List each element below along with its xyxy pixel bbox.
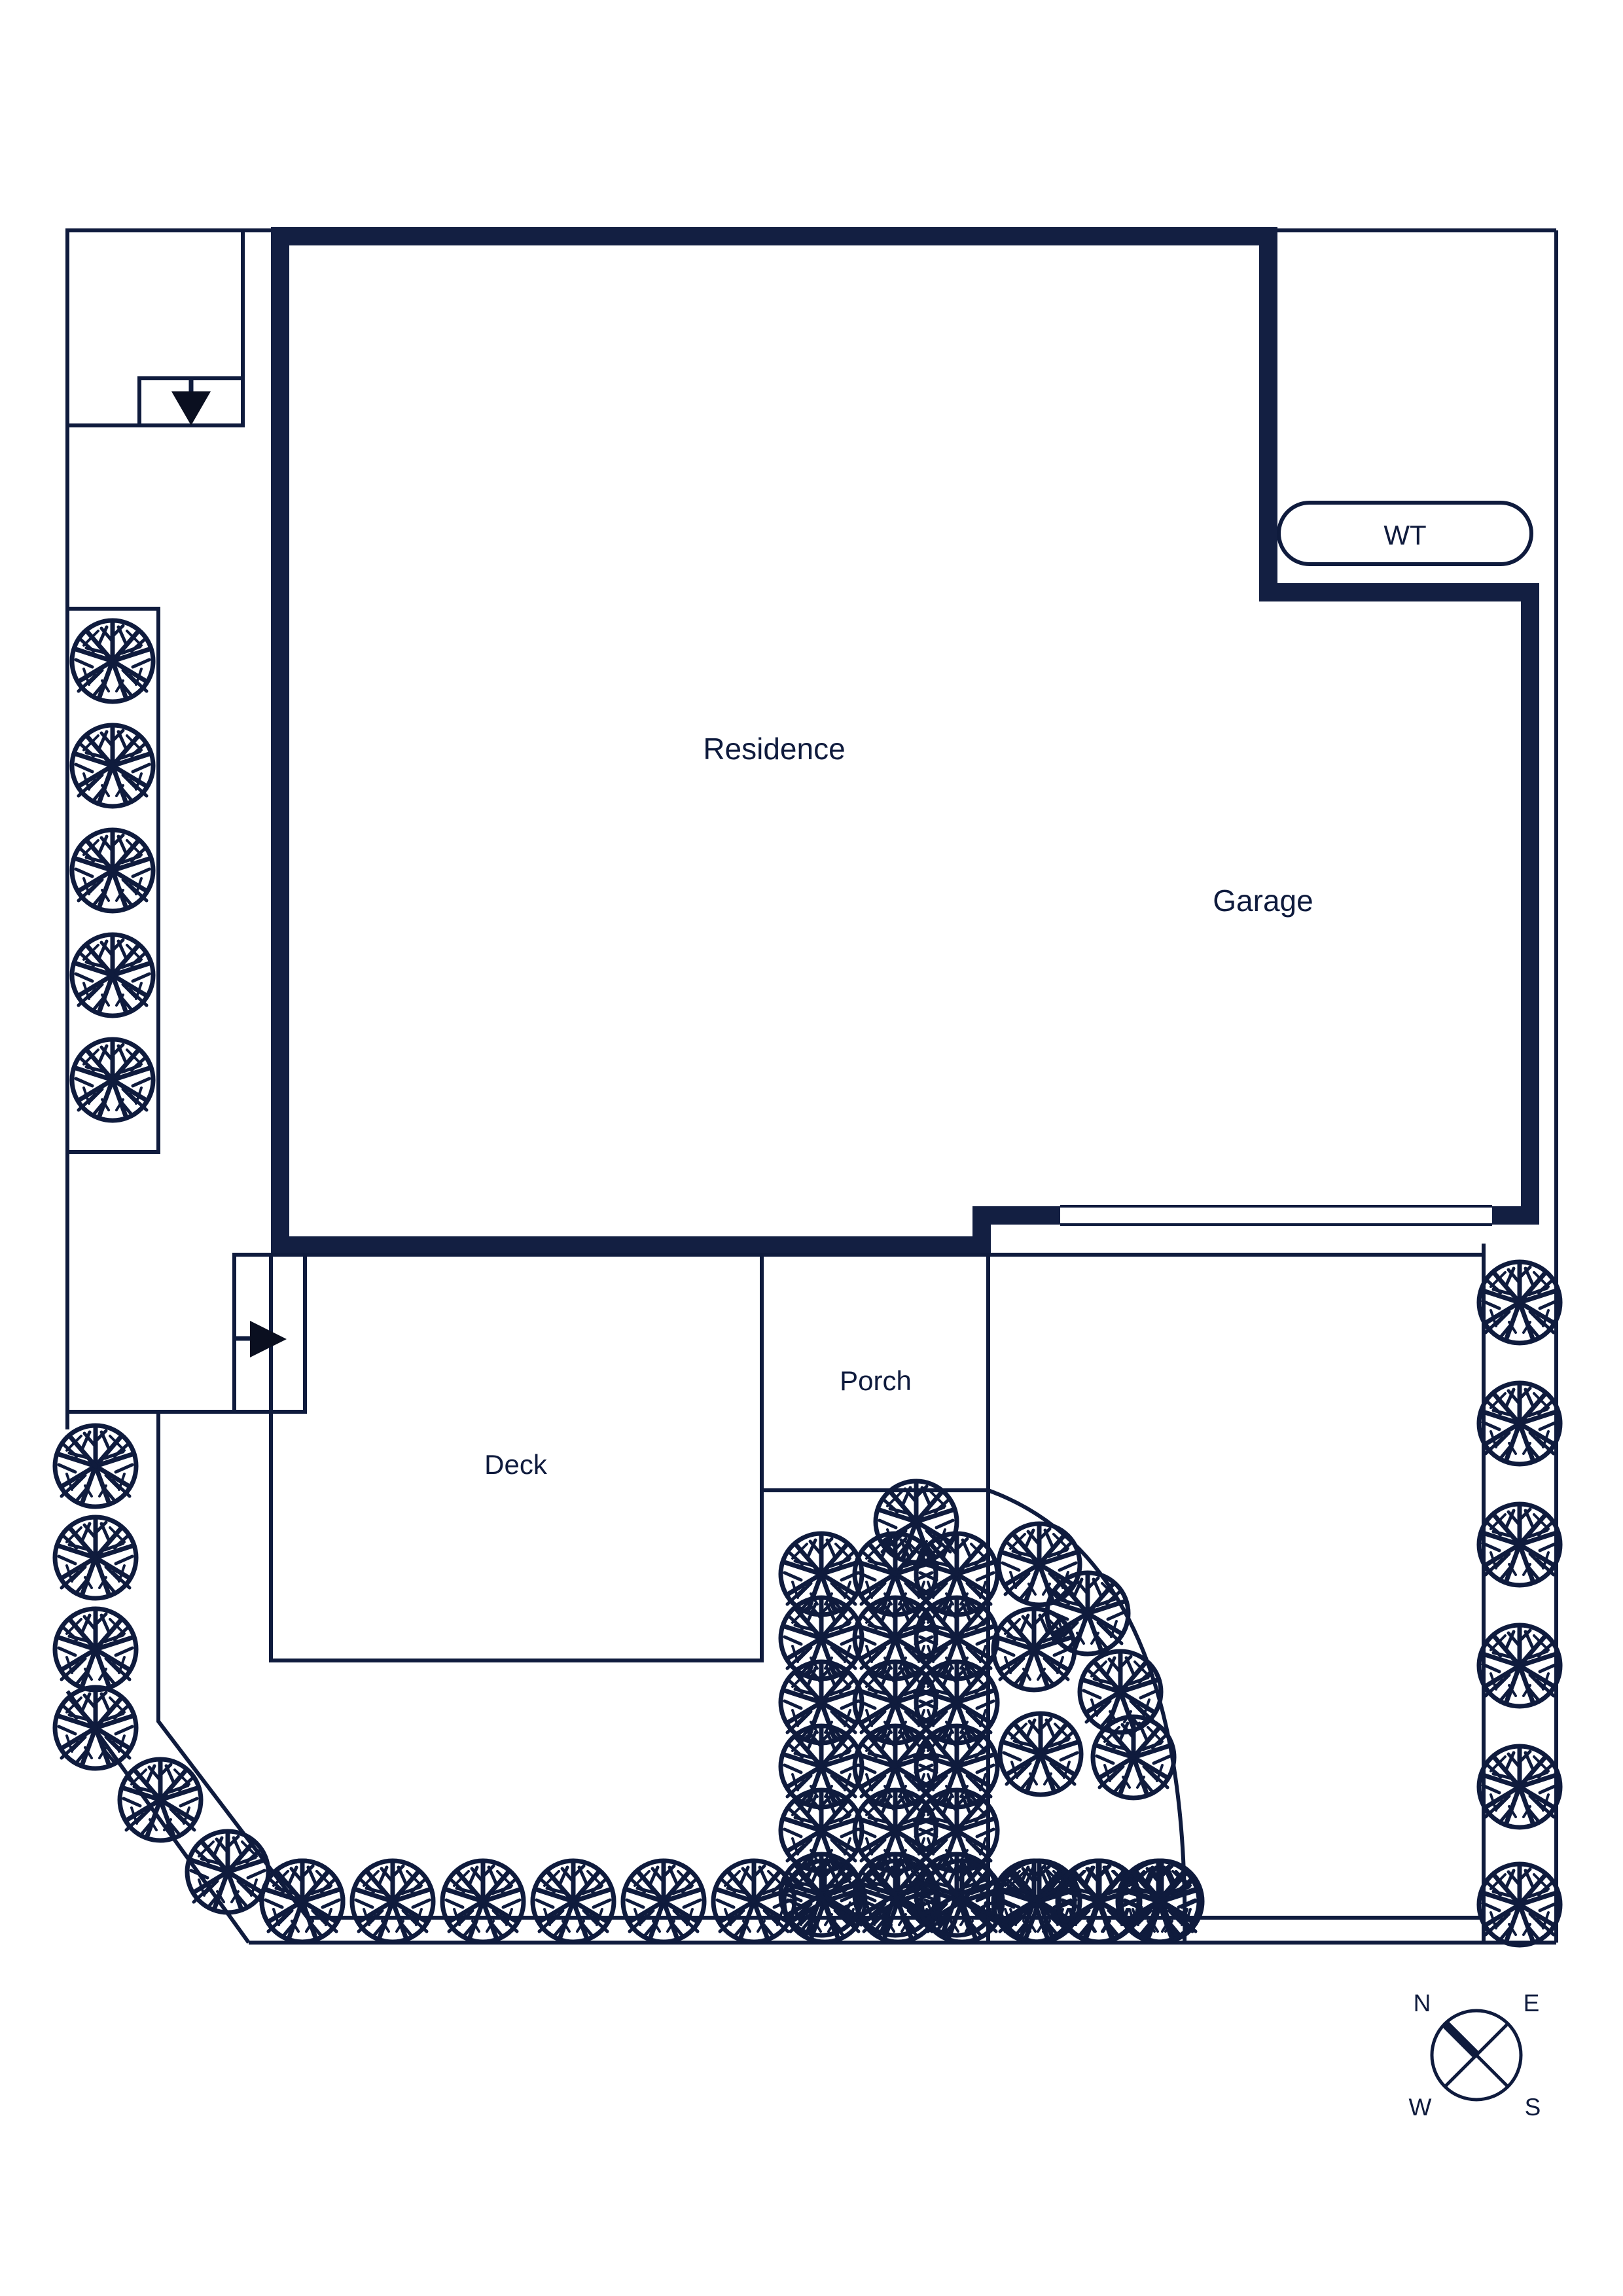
tree-bed-west-upper bbox=[72, 620, 153, 1121]
tree-bed-west-lower bbox=[55, 1426, 136, 1768]
tree-canopy-icon bbox=[72, 620, 153, 702]
tree-canopy-icon bbox=[1479, 1504, 1560, 1585]
tree-canopy-icon bbox=[533, 1861, 614, 1942]
compass-label-east: E bbox=[1524, 1990, 1540, 2017]
label-porch: Porch bbox=[840, 1365, 912, 1396]
tree-canopy-icon bbox=[72, 725, 153, 806]
tree-canopy-icon bbox=[120, 1759, 201, 1840]
residence-footprint bbox=[271, 227, 1539, 1255]
tree-canopy-icon bbox=[55, 1687, 136, 1768]
tree-canopy-icon bbox=[1479, 1262, 1560, 1343]
entry-arrow-right-icon bbox=[250, 1321, 287, 1357]
tree-canopy-icon bbox=[72, 830, 153, 911]
label-water-tank: WT bbox=[1383, 520, 1426, 550]
tree-canopy-icon bbox=[442, 1861, 524, 1942]
tree-canopy-icon bbox=[1479, 1864, 1560, 1945]
entry-box-northwest bbox=[65, 228, 245, 427]
compass-label-north: N bbox=[1414, 1990, 1431, 2017]
water-tank[interactable] bbox=[1277, 501, 1533, 566]
label-deck: Deck bbox=[484, 1449, 548, 1480]
tree-bed-east bbox=[1479, 1262, 1560, 1945]
entry-arrow-down-icon bbox=[171, 391, 211, 425]
tree-bed-orchard-grid bbox=[781, 1481, 997, 1935]
tree-canopy-icon bbox=[72, 1039, 153, 1121]
label-garage: Garage bbox=[1213, 884, 1313, 918]
lot-boundary bbox=[65, 228, 1558, 1945]
tree-canopy-icon bbox=[1093, 1717, 1174, 1798]
tree-canopy-icon bbox=[72, 935, 153, 1016]
tree-canopy-icon bbox=[1479, 1625, 1560, 1706]
compass-label-south: S bbox=[1525, 2094, 1541, 2121]
tree-canopy-icon bbox=[1479, 1383, 1560, 1464]
label-residence: Residence bbox=[703, 732, 845, 766]
compass-rose: N E W S bbox=[1409, 1990, 1541, 2121]
tree-canopy-icon bbox=[1000, 1713, 1081, 1795]
tree-canopy-icon bbox=[262, 1861, 343, 1942]
tree-canopy-icon bbox=[55, 1517, 136, 1598]
tree-canopy-icon bbox=[993, 1609, 1075, 1690]
tree-canopy-icon bbox=[55, 1609, 136, 1690]
tree-canopy-icon bbox=[352, 1861, 433, 1942]
tree-canopy-icon bbox=[1479, 1746, 1560, 1827]
compass-label-west: W bbox=[1409, 2094, 1432, 2121]
tree-canopy-icon bbox=[623, 1861, 704, 1942]
tree-canopy-icon bbox=[55, 1426, 136, 1507]
